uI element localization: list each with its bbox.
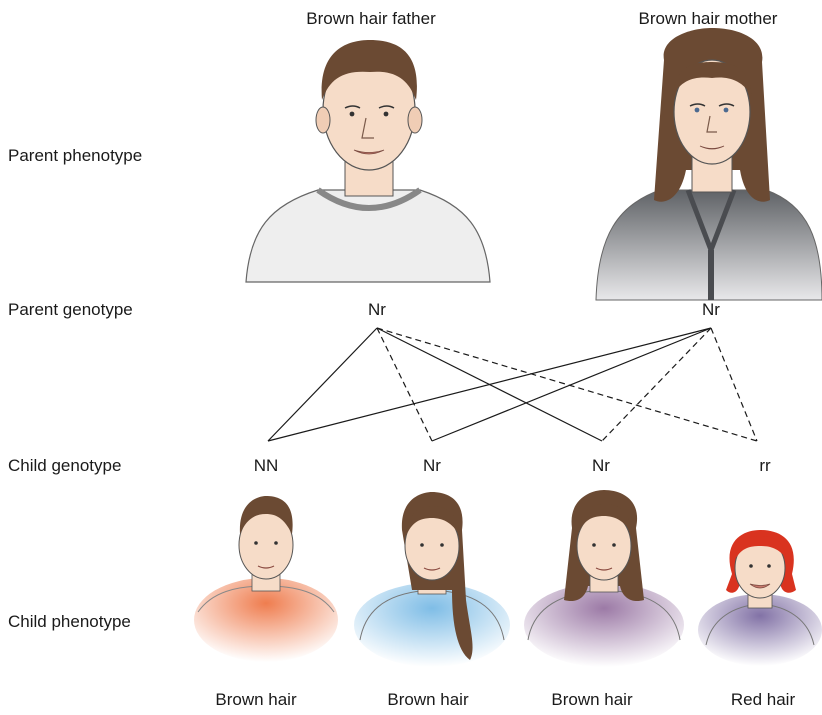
mother-label: Brown hair mother [638,9,778,28]
child1-illustration [194,496,338,662]
cross-lines [267,327,758,442]
row-label-child-phenotype: Child phenotype [8,612,131,631]
child2-illustration [354,492,510,667]
mother-illustration [595,28,822,301]
line-mother-child4 [710,327,758,442]
child4-illustration [698,530,822,666]
line-mother-child3 [601,327,712,442]
row-label-parent-phenotype: Parent phenotype [8,146,143,165]
father-label: Brown hair father [306,9,436,28]
child3-illustration [524,490,684,667]
child2-genotype: Nr [423,456,441,475]
line-father-child4 [376,327,758,442]
row-label-child-genotype: Child genotype [8,456,122,475]
child3-genotype: Nr [592,456,610,475]
child4-phenotype: Red hair [730,690,796,709]
line-mother-child2 [431,327,712,442]
mother-genotype: Nr [702,300,720,319]
child1-genotype: NN [253,456,279,475]
father-genotype: Nr [368,300,386,319]
father-illustration [245,40,491,283]
child3-phenotype: Brown hair [551,690,633,709]
row-label-parent-genotype: Parent genotype [8,300,133,319]
child4-genotype: rr [759,456,771,475]
line-father-child3 [376,327,603,442]
line-father-child1 [267,327,378,442]
child2-phenotype: Brown hair [387,690,469,709]
child1-phenotype: Brown hair [215,690,297,709]
line-father-child2 [376,327,433,442]
